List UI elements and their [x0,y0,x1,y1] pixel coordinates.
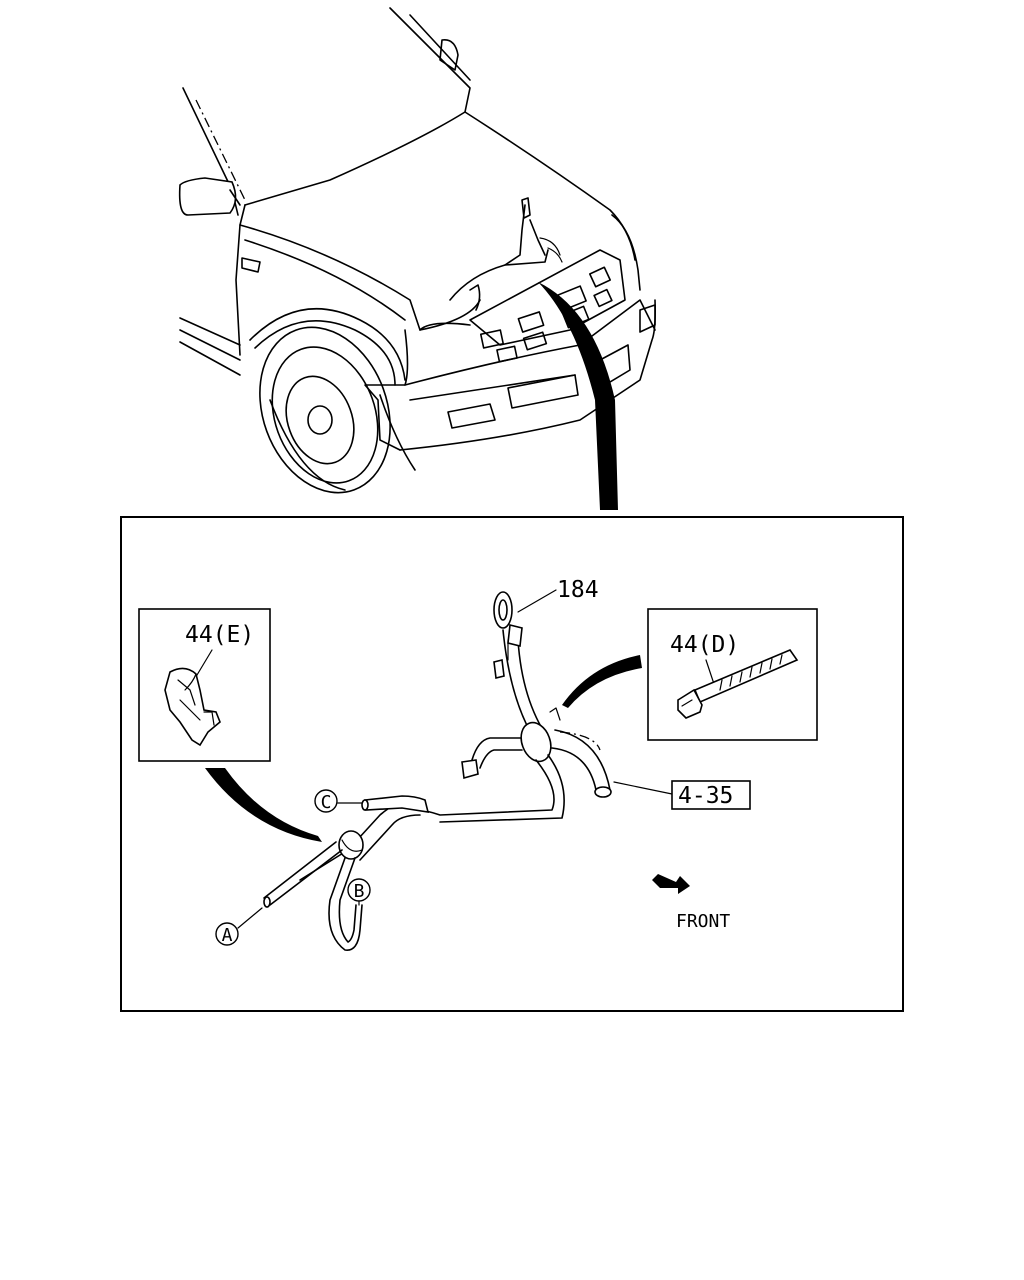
ref-box-4-35 [671,780,751,810]
callout-arrow-44e [205,768,322,842]
connector-c-label: C [321,792,332,813]
leader-184 [517,589,557,613]
inset-part-44e: 44(E) [138,608,271,762]
connector-a-label: A [222,925,233,946]
leader-4-35 [613,781,673,795]
front-label: FRONT [676,911,730,932]
detail-frame [120,516,904,1012]
part-44d-label: 44(D) [670,632,739,658]
leader-connector-a [237,907,263,929]
callout-arrow-44d [562,655,642,708]
part-184-label: 184 [557,577,599,603]
connector-b-label: B [354,881,365,902]
front-direction-indicator: FRONT [652,874,730,932]
ref-4-35-label: 4-35 [678,783,733,809]
vehicle-illustration [178,7,656,510]
inset-part-44d: 44(D) [647,608,818,741]
front-arrow-icon [652,874,690,894]
wiring-harness: 184 4-35 C A [215,577,751,951]
part-44e-label: 44(E) [185,622,254,648]
